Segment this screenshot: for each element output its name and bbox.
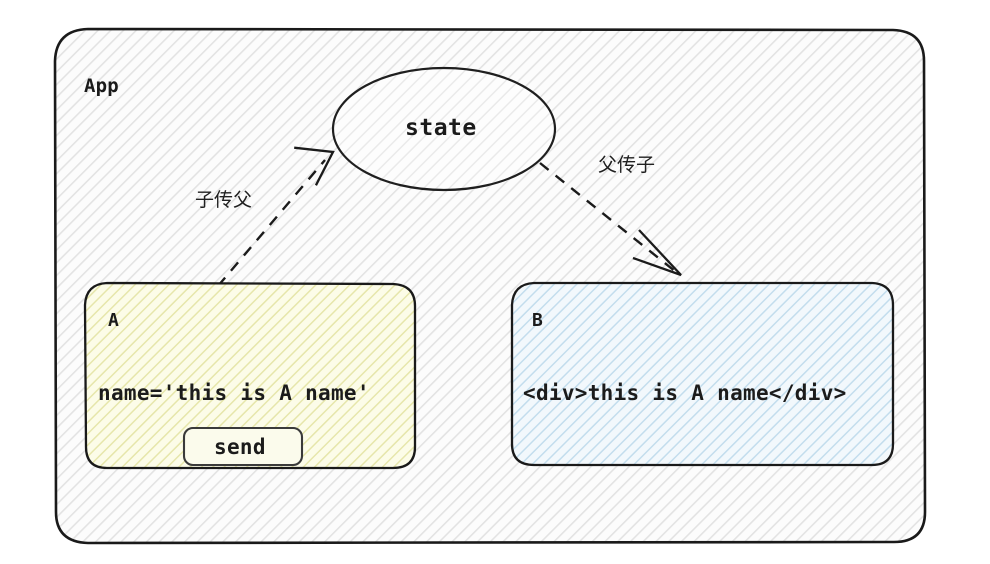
edge-state-to-b bbox=[539, 162, 682, 277]
node-b[interactable] bbox=[510, 281, 895, 467]
edge-a-to-state-line bbox=[217, 159, 326, 287]
node-b-outline bbox=[510, 281, 895, 467]
state-node[interactable] bbox=[331, 66, 557, 192]
state-node-outline bbox=[331, 66, 557, 192]
node-a-outline bbox=[83, 281, 417, 470]
edge-a-to-state-arrowhead bbox=[294, 146, 335, 186]
edge-state-to-b-arrowhead bbox=[632, 229, 682, 277]
node-a[interactable] bbox=[83, 281, 417, 470]
edge-a-to-state bbox=[217, 146, 335, 287]
send-button-outline bbox=[182, 426, 304, 467]
edge-state-to-b-line bbox=[539, 162, 677, 273]
send-button[interactable] bbox=[182, 426, 304, 467]
